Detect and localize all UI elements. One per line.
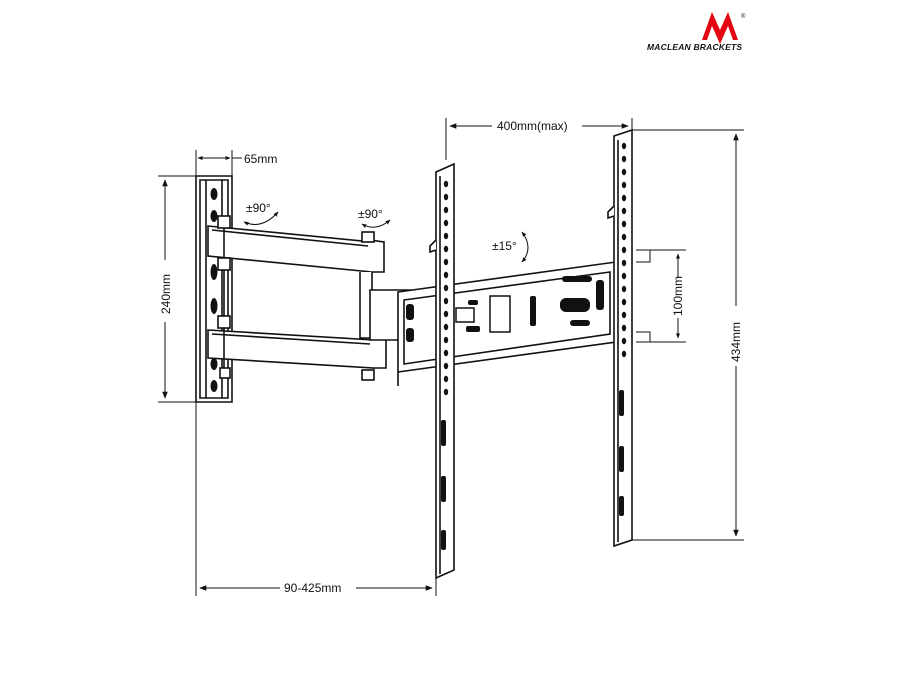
rail-hole [443, 323, 449, 331]
rail-hole [621, 285, 627, 293]
label-vertical-spacing: 100mm [671, 276, 685, 316]
rail-hole [621, 155, 627, 163]
rail-hole [621, 311, 627, 319]
label-total-height: 434mm [729, 322, 743, 362]
rotation-arrow-arm [361, 219, 391, 228]
rail-hole [443, 349, 449, 357]
wall-plate-holes [210, 188, 218, 392]
rail-hole [443, 284, 449, 292]
dim-65mm [195, 150, 242, 176]
rail-hole [443, 258, 449, 266]
rail-hole [621, 337, 627, 345]
rail-hole [621, 324, 627, 332]
label-max-vesa-width: 400mm(max) [497, 119, 568, 133]
rail-hole [621, 298, 627, 306]
rail-hole [443, 219, 449, 227]
label-tilt: ±15° [492, 239, 517, 253]
rail-hole [443, 271, 449, 279]
rotation-arrow-wall [243, 211, 279, 226]
rail-hole [443, 245, 449, 253]
dim-extension [195, 402, 437, 596]
label-wall-swivel: ±90° [246, 201, 271, 215]
rail-hole [443, 362, 449, 370]
label-arm-swivel: ±90° [358, 207, 383, 221]
label-extension-range: 90-425mm [284, 581, 341, 595]
crossbar-slots [406, 276, 604, 342]
logo-mark-icon [702, 12, 738, 44]
dim-400mm [445, 118, 633, 160]
label-wall-plate-height: 240mm [159, 274, 173, 314]
dim-100mm [636, 249, 686, 343]
brand-logo: ® MACLEAN BRACKETS [647, 12, 746, 52]
label-wall-plate-depth: 65mm [244, 152, 277, 166]
rail-hole [621, 350, 627, 358]
tilt-crossbar [397, 261, 617, 386]
rail-hole [443, 336, 449, 344]
rail-hole [621, 246, 627, 254]
dim-434mm [632, 129, 744, 541]
brand-name: MACLEAN BRACKETS [647, 42, 742, 52]
rail-hole [621, 233, 627, 241]
rail-hole [621, 207, 627, 215]
rail-hole [621, 194, 627, 202]
rail-hole [443, 388, 449, 396]
rail-hole [621, 272, 627, 280]
rail-hole [443, 180, 449, 188]
articulating-arms [207, 215, 411, 381]
rotation-arrow-tilt [521, 231, 529, 263]
rail-hole [621, 142, 627, 150]
rail-hole [443, 375, 449, 383]
tv-rail-left [429, 162, 455, 580]
logo-trademark: ® [741, 13, 746, 20]
rail-hole [621, 181, 627, 189]
dim-240mm [158, 175, 196, 403]
rail-hole [621, 168, 627, 176]
rail-hole [443, 310, 449, 318]
rail-hole [443, 206, 449, 214]
rail-hole [621, 220, 627, 228]
tv-rail-right [607, 128, 633, 548]
rail-hole [621, 259, 627, 267]
rail-hole [443, 232, 449, 240]
rail-hole [443, 193, 449, 201]
rail-hole [443, 297, 449, 305]
